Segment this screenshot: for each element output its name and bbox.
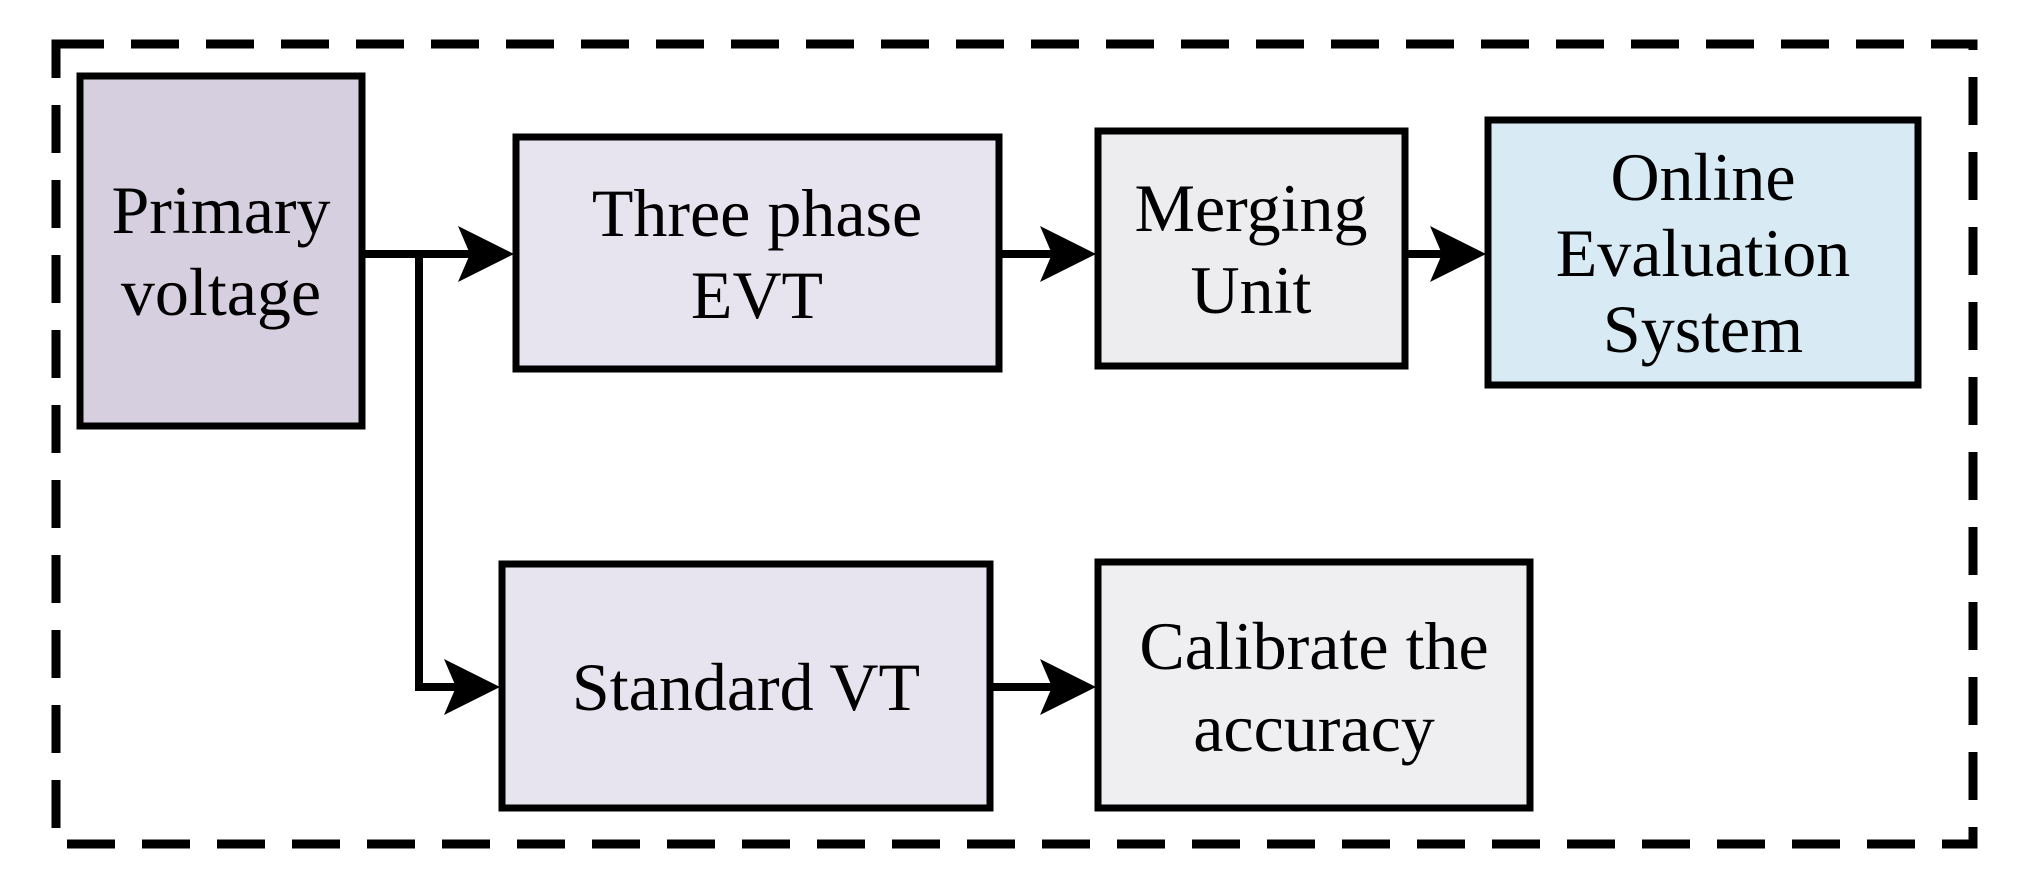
merging-unit-label-line2: Unit bbox=[1191, 252, 1312, 328]
node-merging-unit: Merging Unit bbox=[1094, 127, 1409, 370]
primary-voltage-label-line2: voltage bbox=[121, 254, 321, 330]
merging-unit-label-line1: Merging bbox=[1135, 170, 1368, 246]
edge-primary-to-evt bbox=[358, 226, 514, 282]
node-standard-vt: Standard VT bbox=[498, 560, 994, 812]
calibrate-accuracy-label-line1: Calibrate the bbox=[1139, 608, 1488, 684]
standard-vt-label-line1: Standard VT bbox=[572, 649, 920, 725]
arrowhead-into-online-evaluation-system bbox=[1430, 226, 1486, 282]
edge-evt-to-merging-unit bbox=[999, 226, 1096, 282]
online-evaluation-system-label-line2: Evaluation bbox=[1556, 215, 1851, 291]
primary-voltage-label-line1: Primary bbox=[111, 172, 330, 248]
three-phase-evt-box bbox=[512, 133, 1003, 373]
primary-voltage-box bbox=[76, 72, 366, 430]
edge-standard-vt-to-calibrate bbox=[990, 659, 1096, 715]
online-evaluation-system-label-line3: System bbox=[1603, 291, 1803, 367]
arrowhead-into-merging-unit bbox=[1040, 226, 1096, 282]
standard-vt-box bbox=[498, 560, 994, 812]
arrowhead-into-calibrate-accuracy bbox=[1040, 659, 1096, 715]
calibrate-accuracy-box bbox=[1094, 558, 1534, 812]
calibrate-accuracy-label-line2: accuracy bbox=[1193, 690, 1435, 766]
dashed-border-frame bbox=[51, 39, 1978, 849]
arrowhead-into-three-phase-evt bbox=[458, 226, 514, 282]
online-evaluation-system-label-line1: Online bbox=[1610, 139, 1795, 215]
merging-unit-box bbox=[1094, 127, 1409, 370]
online-evaluation-system-box bbox=[1484, 116, 1922, 389]
edge-line-primary-to-standard-vt bbox=[415, 254, 460, 691]
three-phase-evt-label-line2: EVT bbox=[691, 257, 823, 333]
edge-primary-to-standard-vt bbox=[415, 254, 500, 715]
arrowhead-into-standard-vt bbox=[444, 659, 500, 715]
three-phase-evt-label-line1: Three phase bbox=[592, 175, 922, 251]
node-primary-voltage: Primary voltage bbox=[76, 72, 366, 430]
edge-merging-unit-to-online-system bbox=[1405, 226, 1486, 282]
node-online-evaluation-system: Online Evaluation System bbox=[1484, 116, 1922, 389]
node-three-phase-evt: Three phase EVT bbox=[512, 133, 1003, 373]
node-calibrate-accuracy: Calibrate the accuracy bbox=[1094, 558, 1534, 812]
